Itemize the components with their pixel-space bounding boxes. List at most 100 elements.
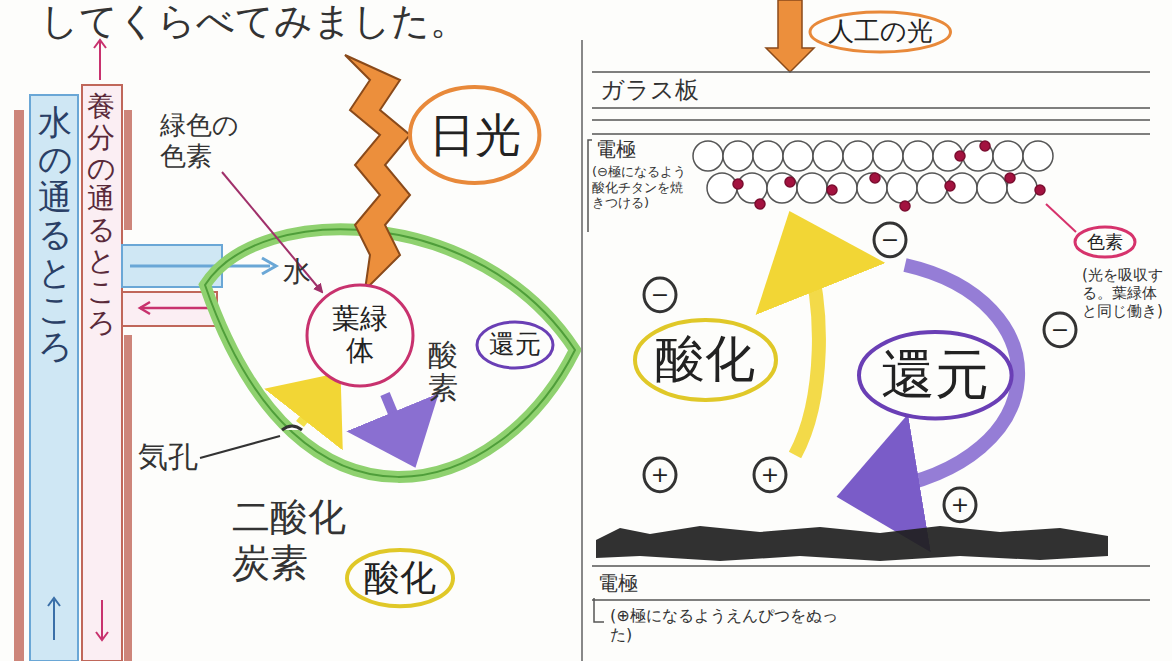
bead — [693, 141, 723, 171]
bead — [857, 173, 887, 203]
bead — [963, 141, 993, 171]
circled-node: 還元 — [857, 330, 1014, 420]
oxidation-arrow — [300, 396, 322, 424]
leader-line — [1046, 204, 1076, 232]
nutrient-arrow — [101, 600, 103, 640]
glass-line — [592, 71, 1150, 73]
node-label: − — [881, 227, 899, 252]
nutrient-arrow-head — [96, 632, 108, 640]
leader-line — [222, 172, 322, 292]
leader-line — [200, 436, 280, 458]
water-arrow-head — [262, 258, 276, 274]
circled-node: 色素 — [1073, 225, 1137, 259]
bead — [887, 173, 917, 203]
node-ellipse — [1075, 227, 1135, 257]
node-label: 日光 — [429, 109, 521, 162]
node-label: 酸化 — [655, 331, 755, 389]
circled-node: − — [1042, 311, 1078, 349]
divider — [581, 40, 583, 661]
bracket — [594, 598, 604, 622]
water-up-arrow — [53, 600, 55, 640]
page-title: してくらべてみました。 — [40, 0, 468, 44]
bead — [1005, 173, 1015, 183]
circled-node: − — [642, 276, 678, 314]
bead — [873, 141, 903, 171]
annotation-label: (⊕極になるようえんぴつをぬった) — [610, 606, 850, 644]
node-label: 酸化 — [364, 557, 436, 598]
annotation-label: (光を吸収する。葉緑体と同じ働き) — [1082, 266, 1164, 320]
bead — [945, 181, 955, 191]
bead — [993, 141, 1023, 171]
annotation-label: 緑色の色素 — [160, 110, 242, 172]
bead — [813, 141, 843, 171]
sunlight-bolt — [345, 55, 410, 290]
circled-node: + — [752, 456, 788, 494]
circled-node: 葉緑体 — [305, 283, 415, 388]
circled-node: 還元 — [475, 320, 555, 370]
annotation-label: 養分の通るところ — [87, 92, 115, 338]
bead — [755, 199, 765, 209]
circled-node: + — [642, 456, 678, 494]
circled-node: 日光 — [408, 85, 541, 185]
bead — [785, 177, 795, 187]
bead — [827, 185, 837, 195]
node-label: 人工の光 — [828, 17, 933, 47]
bead — [917, 173, 947, 203]
node-ellipse — [307, 285, 413, 386]
node-label: 色素 — [1087, 232, 1123, 253]
bead — [870, 173, 880, 183]
node-ellipse — [1044, 313, 1076, 347]
annotation-label: (⊖極になるよう酸化チタンを焼きつける) — [592, 164, 690, 211]
node-ellipse — [635, 320, 776, 400]
water-tube — [30, 95, 78, 661]
node-label: 還元 — [489, 330, 541, 360]
circled-node: + — [942, 486, 978, 524]
circled-node: 酸化 — [633, 318, 778, 402]
annotation-label: 電極 — [596, 138, 636, 161]
bracket — [588, 140, 592, 232]
node-ellipse — [644, 458, 676, 492]
light-arrow — [766, 0, 814, 72]
bead — [1035, 185, 1045, 195]
glass-line — [592, 119, 1150, 121]
stem-wall — [14, 110, 24, 661]
pencil-layer — [596, 526, 1108, 561]
bead — [980, 141, 990, 151]
bead — [707, 173, 737, 203]
bead — [767, 173, 797, 203]
node-label: + — [651, 462, 669, 487]
bead — [903, 141, 933, 171]
node-ellipse — [810, 12, 951, 52]
node-label: + — [761, 462, 779, 487]
annotation-label: 水 — [283, 256, 311, 288]
titanium-beads — [693, 141, 1053, 211]
annotation-label: ガラス板 — [600, 77, 699, 105]
circled-node: 人工の光 — [808, 10, 953, 54]
node-label: + — [951, 492, 969, 517]
annotation-label: 気孔 — [138, 440, 198, 475]
stem-wall — [124, 335, 132, 661]
node-label: − — [651, 282, 669, 307]
glass-line — [592, 133, 1150, 135]
node-label: 還元 — [881, 344, 989, 406]
bead — [1023, 141, 1053, 171]
node-ellipse — [477, 322, 553, 368]
stoma — [282, 426, 302, 430]
node-ellipse — [410, 87, 539, 183]
bead — [977, 173, 1007, 203]
bead — [733, 179, 743, 189]
electrode-line — [592, 599, 1150, 601]
electrode-line — [592, 565, 1150, 567]
bead — [955, 151, 965, 161]
bead — [783, 141, 813, 171]
bead — [900, 201, 910, 211]
nutrient-arrow — [140, 307, 210, 310]
reduction-arrow — [385, 394, 404, 440]
water-arrow — [130, 265, 270, 268]
bead — [723, 141, 753, 171]
nutrient-tube — [82, 85, 122, 661]
nutrient-arrow-head — [140, 302, 150, 314]
annotation-label: 酸素 — [428, 338, 458, 404]
